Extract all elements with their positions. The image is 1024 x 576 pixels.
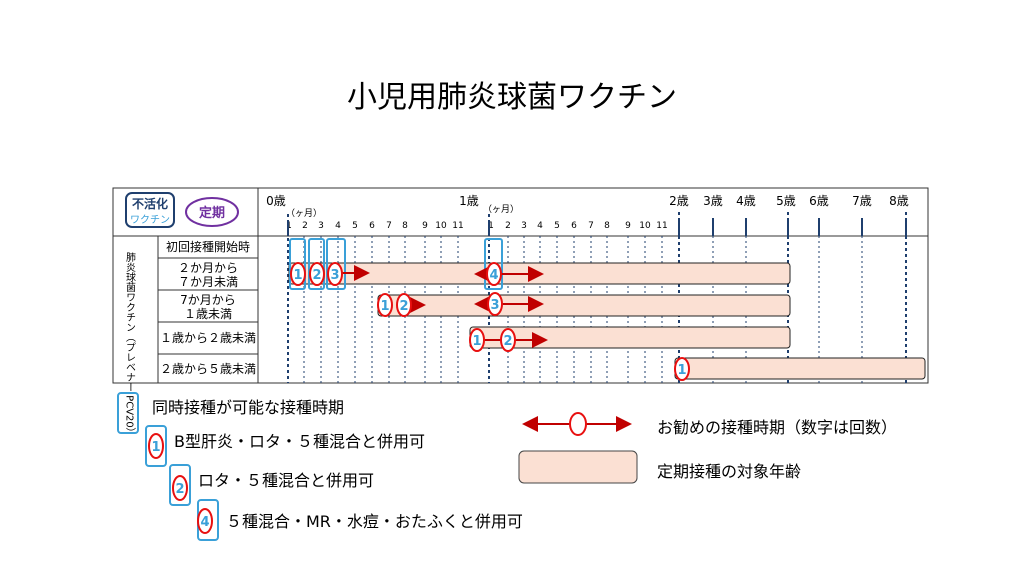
vaccine-vertical-label: 肺炎球菌ワクチン（プレベナー PCV20） [124,252,136,438]
month-tick: 4 [335,221,341,231]
row-label-start: 初回接種開始時 [166,239,250,254]
dose-circles [290,262,690,381]
month-tick: 1 [488,221,494,231]
month-tick: 7 [588,221,594,231]
row-label-7mto1y-line1: 7か月から [180,293,236,307]
dose-circle [290,262,306,286]
dose-circle [469,328,485,352]
dose-circle [327,262,343,286]
legend-dose4-circle [197,508,213,534]
badge-routine: 定期 [198,205,225,221]
age-label-8: 8歳 [889,194,909,208]
age-label-6: 6歳 [809,194,829,208]
dose-circle [487,292,503,316]
month-tick: 7 [386,221,392,231]
page-title: 小児用肺炎球菌ワクチン [347,80,677,115]
month-tick: 10 [435,221,447,231]
month-tick: 4 [537,221,543,231]
age-label-3: 3歳 [703,194,723,208]
routine-bar-1to2y [469,326,791,349]
dose-circle [500,328,516,352]
row-label-1to2y: １歳から２歳未満 [160,331,256,345]
month-tick: 3 [521,221,527,231]
legend-dose4-label: ５種混合・MR・水痘・おたふくと併用可 [226,512,523,531]
legend-simultaneous-label: 同時接種が可能な接種時期 [152,398,345,417]
legend-recommended-label: お勧めの接種時期（数字は回数） [657,418,898,437]
legend-dose1-number: 1 [151,440,160,455]
simultaneous-box-month2 [289,238,306,290]
legend-simultaneous-box [117,392,139,434]
badge-inactivated-line2: ワクチン [130,214,170,226]
dose-number: 3 [330,268,339,283]
routine-bar-2to5y [674,357,926,380]
legend-dose2-box [169,464,191,506]
dose-circle [674,357,690,381]
month-tick: 2 [302,221,308,231]
dose-number: 1 [293,268,302,283]
month-tick: 8 [402,221,408,231]
simultaneous-box-month4 [326,238,346,290]
dose-circle [396,293,412,317]
row-label-2to7m-line2: ７か月未満 [178,275,238,289]
legend-routine-label: 定期接種の対象年齢 [657,462,802,481]
dose-number: 3 [490,298,499,313]
legend-dose2-number: 2 [175,482,184,497]
legend-dose4-number: 4 [200,515,209,530]
month-tick: 5 [554,221,560,231]
legend-arrow-circle [569,412,587,436]
simultaneous-boxes [289,238,503,290]
age-label-5: 5歳 [776,194,796,208]
simultaneous-box-month3 [308,238,325,290]
routine-bar-7mto1y [377,294,791,317]
dose-number: 2 [399,299,408,314]
month-tick: 6 [369,221,375,231]
legend-dose1-circle [148,433,164,459]
legend-dose1-box [145,425,167,467]
dose-numbers: 1 2 3 4 1 2 3 1 2 1 [293,268,686,378]
dose-number: 1 [472,334,481,349]
month-tick: 11 [452,221,463,231]
age-label-2: 2歳 [669,194,689,208]
month-tick: 10 [639,221,651,231]
row-label-7mto1y-line2: １歳未満 [184,307,232,321]
row-label-2to5y: ２歳から５歳未満 [160,362,256,376]
legend-dose2-circle [172,475,188,501]
month-tick: 9 [625,221,631,231]
month-tick: 6 [571,221,577,231]
schedule-table-frame [112,187,929,384]
legend-dose1-label: B型肝炎・ロタ・５種混合と併用可 [174,432,425,451]
dose-number: 2 [312,268,321,283]
routine-vaccine-badge [185,197,239,227]
month-tick: 5 [352,221,358,231]
month-tick: 3 [318,221,324,231]
month-tick: 2 [505,221,511,231]
age-label-7: 7歳 [852,194,872,208]
row-label-2to7m-line1: ２か月から [178,261,238,275]
year-ticks [287,218,907,236]
legend-dose2-label: ロタ・５種混合と併用可 [198,471,375,490]
dose-number: 4 [489,268,498,283]
dose-number: 1 [677,363,686,378]
dose-circle [377,293,393,317]
legend-routine-bar [518,450,638,484]
dose-circle [486,262,502,286]
age-label-4: 4歳 [736,194,756,208]
inactivated-vaccine-badge [125,192,175,228]
age-label-1: 1歳 [459,194,479,208]
month-tick: 8 [604,221,610,231]
badge-inactivated-line1: 不活化 [132,196,168,211]
simultaneous-box-1y [484,238,503,290]
dose-number: 1 [380,299,389,314]
month-unit-year1: （ヶ月） [483,204,519,215]
dose-circle [309,262,325,286]
month-unit-year0: （ヶ月） [286,208,322,219]
month-tick: 9 [422,221,428,231]
month-tick: 11 [656,221,667,231]
dose-number: 2 [503,334,512,349]
age-label-0: 0歳 [266,194,286,208]
